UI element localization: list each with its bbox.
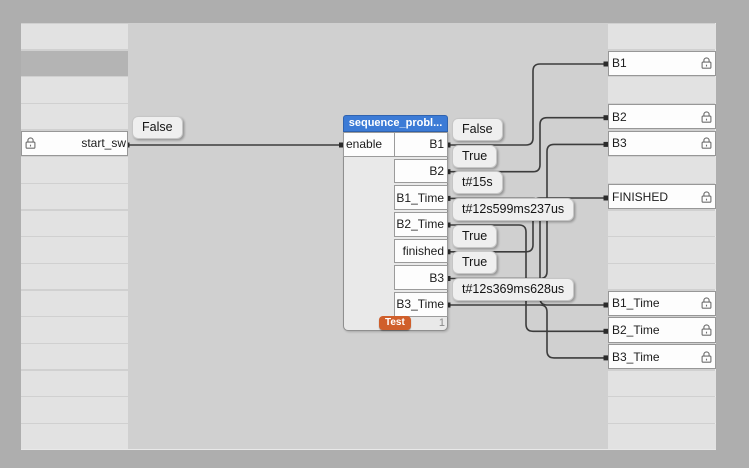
connection-pin-dot — [445, 276, 451, 281]
block-input-enable[interactable]: enable — [343, 132, 395, 157]
connection-pin-dot — [445, 195, 451, 201]
block-output-B3_Time[interactable]: B3_Time — [394, 292, 448, 317]
grid-row[interactable] — [21, 210, 128, 237]
connection-pin-dot — [445, 302, 451, 308]
connection-pin-dot — [445, 222, 451, 228]
grid-row[interactable] — [608, 237, 716, 263]
variable-label: B1 — [612, 56, 627, 71]
lock-icon — [698, 190, 715, 204]
variable-box-B3_Time[interactable]: B3_Time — [608, 344, 716, 370]
grid-row[interactable] — [21, 317, 128, 343]
grid-row[interactable] — [608, 77, 716, 103]
connection-pin-dot — [603, 355, 609, 361]
variable-label: B1_Time — [612, 296, 660, 311]
function-block-title[interactable]: sequence_probl... — [343, 115, 448, 132]
grid-row[interactable] — [608, 370, 716, 397]
value-badge-output: True — [452, 251, 498, 275]
variable-box-start_sw[interactable]: start_sw — [21, 130, 128, 157]
block-output-finished[interactable]: finished — [394, 238, 448, 264]
grid-row[interactable] — [21, 424, 128, 450]
variable-box-FINISHED[interactable]: FINISHED — [608, 184, 716, 210]
lock-icon — [698, 296, 715, 310]
value-badge-input: False — [132, 116, 183, 139]
grid-row[interactable] — [21, 237, 128, 263]
lock-icon — [22, 136, 39, 150]
wire-B1-to-B1[interactable] — [448, 63, 608, 146]
block-output-label: finished — [402, 244, 444, 259]
grid-row[interactable] — [21, 397, 128, 423]
connection-pin-dot — [445, 142, 451, 148]
block-input-label: enable — [346, 137, 383, 152]
lock-icon — [698, 56, 715, 70]
block-output-B1_Time[interactable]: B1_Time — [394, 185, 448, 211]
value-badge-output: False — [452, 118, 503, 141]
connection-pin-dot — [603, 115, 609, 121]
grid-row[interactable] — [21, 77, 128, 103]
grid-row[interactable] — [21, 290, 128, 317]
grid-row[interactable] — [608, 397, 716, 423]
grid-row[interactable] — [21, 344, 128, 370]
block-output-B1[interactable]: B1 — [394, 132, 448, 157]
instance-number: 1 — [438, 317, 445, 329]
variable-box-B3[interactable]: B3 — [608, 130, 716, 157]
lock-icon — [698, 136, 715, 150]
grid-row[interactable] — [608, 210, 716, 237]
value-badge-output: t#15s — [452, 171, 503, 195]
block-output-label: B2_Time — [396, 217, 444, 232]
lock-icon — [698, 110, 715, 124]
variable-label: start_sw — [81, 136, 126, 151]
value-badge-output: True — [452, 144, 498, 168]
connection-pin-dot — [603, 302, 609, 308]
connection-pin-dot — [603, 195, 609, 201]
variable-label: B3 — [612, 136, 627, 151]
connection-pin-dot — [445, 169, 451, 175]
grid-row[interactable] — [608, 264, 716, 290]
value-badge-output: t#12s599ms237us — [452, 198, 575, 221]
variable-box-B2_Time[interactable]: B2_Time — [608, 317, 716, 343]
variable-box-B1_Time[interactable]: B1_Time — [608, 290, 716, 317]
variable-label: B2_Time — [612, 323, 660, 338]
connection-pin-dot — [339, 142, 344, 148]
connection-pin-dot — [603, 61, 609, 67]
wire-B3_Time-to-B3_Time[interactable] — [448, 304, 608, 359]
grid-row-selected[interactable] — [21, 50, 128, 77]
grid-row[interactable] — [21, 370, 128, 397]
variable-box-B2[interactable]: B2 — [608, 104, 716, 130]
grid-row[interactable] — [21, 157, 128, 183]
grid-row[interactable] — [21, 104, 128, 130]
grid-row[interactable] — [21, 24, 128, 50]
block-output-label: B3 — [429, 270, 444, 285]
grid-row[interactable] — [21, 184, 128, 210]
block-output-B2_Time[interactable]: B2_Time — [394, 212, 448, 237]
variable-label: FINISHED — [612, 189, 669, 204]
lock-icon — [698, 323, 715, 337]
block-output-B2[interactable]: B2 — [394, 158, 448, 184]
block-output-B3[interactable]: B3 — [394, 265, 448, 291]
grid-row[interactable] — [608, 424, 716, 450]
block-output-label: B1 — [429, 137, 444, 152]
connection-pin-dot — [445, 249, 451, 255]
block-output-label: B2 — [429, 164, 444, 178]
variable-label: B2 — [612, 109, 627, 124]
wire-B2-to-B2[interactable] — [448, 116, 608, 173]
grid-row[interactable] — [21, 264, 128, 290]
grid-row[interactable] — [608, 157, 716, 183]
block-output-label: B1_Time — [396, 190, 444, 205]
test-tag-badge: Test — [379, 316, 411, 330]
lock-icon — [698, 350, 715, 364]
variable-box-B1[interactable]: B1 — [608, 50, 716, 77]
value-badge-output: True — [452, 224, 498, 248]
grid-row[interactable] — [608, 24, 716, 50]
connection-pin-dot — [603, 141, 609, 147]
connection-pin-dot — [603, 328, 609, 334]
value-badge-output: t#12s369ms628us — [452, 278, 575, 302]
variable-label: B3_Time — [612, 349, 660, 364]
block-output-label: B3_Time — [396, 297, 444, 312]
